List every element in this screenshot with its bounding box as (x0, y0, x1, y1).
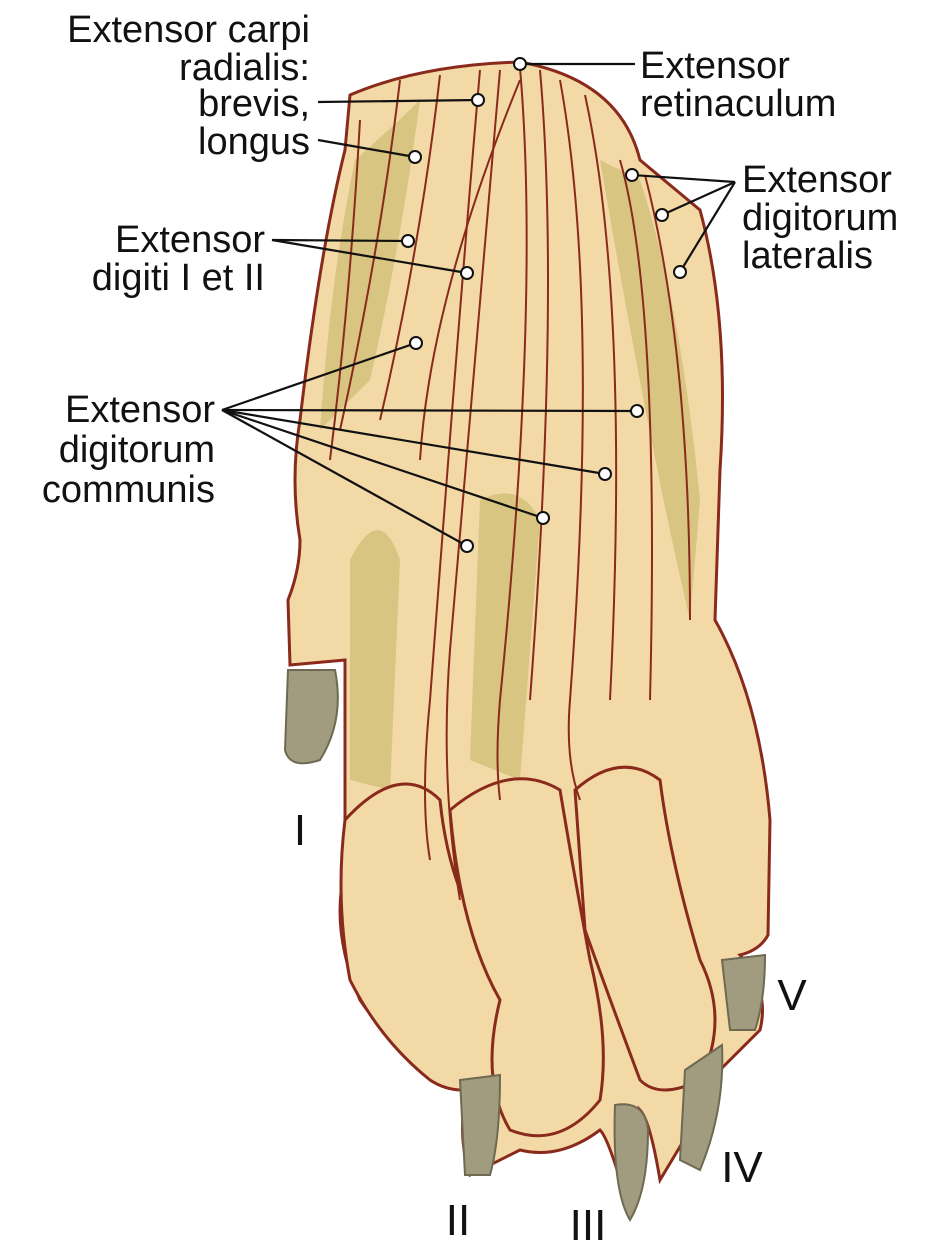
toe-digit-4 (573, 765, 717, 1092)
claw-digit-5 (720, 953, 767, 1031)
toe-digit-3 (448, 777, 605, 1138)
label-text: radialis: (179, 47, 310, 89)
digit-labels: I II III IV V (294, 806, 807, 1246)
digit-label-3: III (570, 1201, 607, 1246)
shadow (470, 493, 540, 780)
tendons (329, 67, 691, 901)
label-text: Extensor (640, 45, 790, 87)
label-text: digitorum (59, 429, 215, 471)
label-text: lateralis (742, 235, 873, 277)
claw-digit-1 (283, 669, 339, 765)
label-text: Extensor (65, 389, 215, 431)
shadow (320, 100, 420, 430)
label-text: Extensor (742, 159, 892, 201)
shadow (350, 530, 400, 790)
label-text: digitorum (742, 197, 898, 239)
label-extensor-carpi-radialis: Extensor carpi radialis: brevis, longus (67, 9, 310, 163)
claw-digit-2 (458, 1073, 502, 1176)
pointer-dots (401, 57, 687, 553)
label-extensor-digitorum-lateralis: Extensor digitorum lateralis (742, 159, 898, 277)
paw-illustration (283, 60, 772, 1222)
label-extensor-digitorum-communis: Extensor digitorum communis (42, 389, 215, 511)
label-text: longus (198, 121, 310, 163)
claw-digit-3 (613, 1103, 650, 1222)
label-extensor-digiti-i-et-ii: Extensor digiti I et II (92, 219, 266, 299)
claw-digit-4 (678, 1043, 724, 1172)
label-text: communis (42, 469, 215, 511)
digit-label-4: IV (721, 1143, 763, 1192)
digit-label-5: V (777, 971, 807, 1020)
label-extensor-retinaculum: Extensor retinaculum (640, 45, 836, 125)
label-text: Extensor carpi (67, 9, 310, 51)
leader-lines (221, 62, 736, 547)
label-text: Extensor (115, 219, 265, 261)
digit-label-1: I (294, 806, 306, 855)
label-text: retinaculum (640, 83, 836, 125)
label-text: digiti I et II (92, 257, 265, 299)
label-text: brevis, (198, 83, 310, 125)
digit-label-2: II (446, 1196, 470, 1245)
shadow (600, 160, 700, 620)
